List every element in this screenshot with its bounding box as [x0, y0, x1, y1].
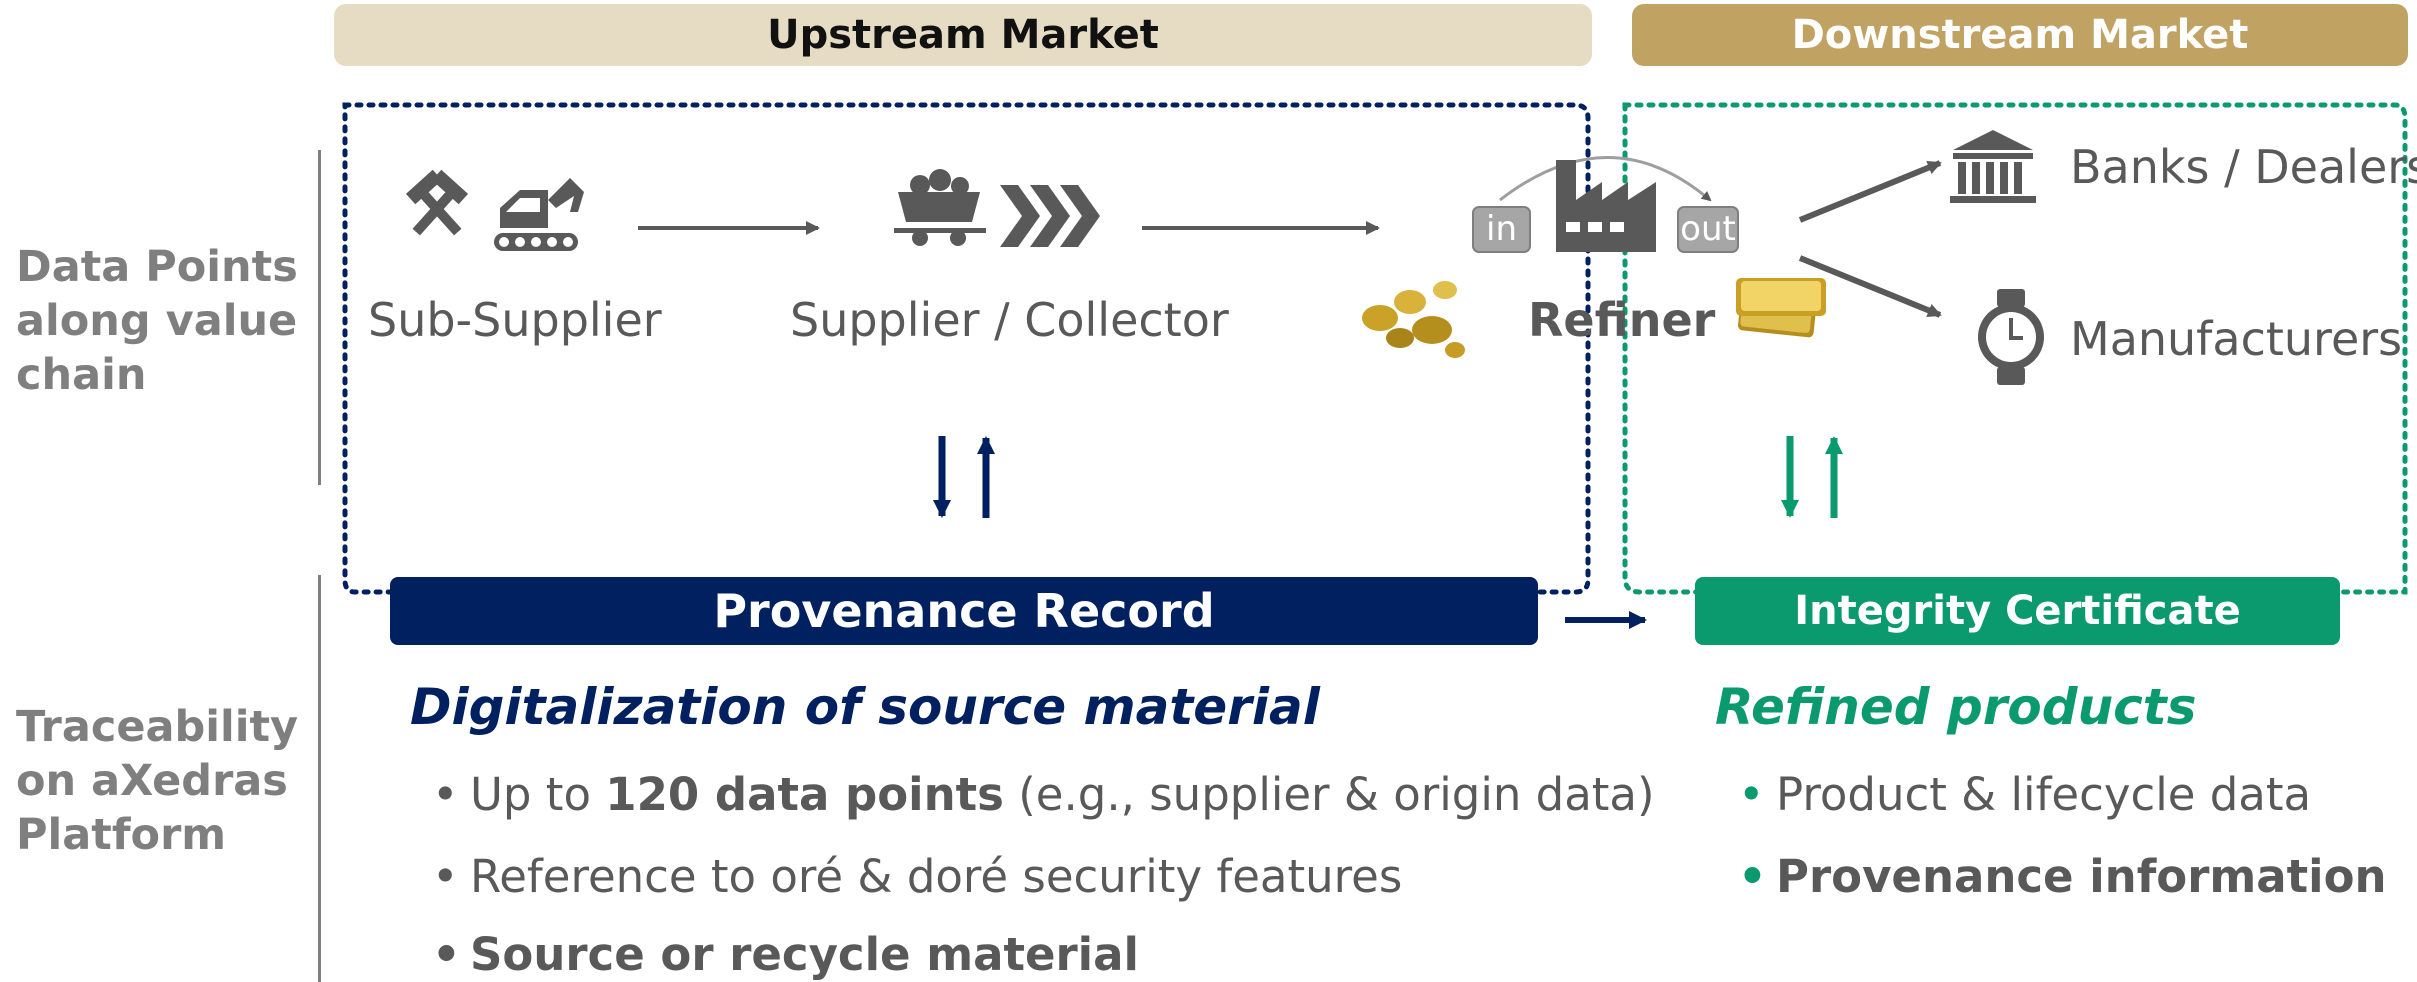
traceability-line-3: Platform [16, 810, 227, 860]
data-points-line-3: chain [16, 350, 147, 400]
watch-icon [1978, 289, 2044, 385]
row-divider-top [318, 150, 321, 485]
upstream-bullet-2: •Reference to oré & doré security featur… [432, 850, 1402, 903]
data-points-line-1: Data Points [16, 242, 298, 292]
data-points-label: Data Points along value chain [16, 240, 298, 402]
excavator-icon [494, 178, 584, 251]
manufacturers-label: Manufacturers [2070, 312, 2403, 366]
downstream-bullet-2-text: Provenance information [1776, 850, 2387, 903]
upstream-details-title: Digitalization of source material [410, 678, 1320, 736]
upstream-market-header: Upstream Market [334, 4, 1592, 66]
factory-icon [1556, 160, 1656, 252]
traceability-label: Traceability on aXedras Platform [16, 700, 298, 862]
upstream-bullet-2-text: Reference to oré & doré security feature… [470, 850, 1403, 903]
bank-icon [1950, 130, 2036, 203]
upstream-bullet-3-text: Source or recycle material [470, 928, 1139, 981]
traceability-line-2: on aXedras [16, 756, 288, 806]
downstream-market-header: Downstream Market [1632, 4, 2408, 66]
upstream-bullet-1-bold: 120 data points [605, 768, 1004, 821]
provenance-record-bar: Provenance Record [390, 577, 1538, 645]
out-tag-label: out [1680, 209, 1736, 249]
bullet-dot: • [432, 768, 459, 821]
downstream-bullet-1: •Product & lifecycle data [1738, 768, 2311, 821]
downstream-bullet-1-text: Product & lifecycle data [1776, 768, 2312, 821]
refiner-label: Refiner [1528, 293, 1716, 347]
refiner-flow-curve [1499, 156, 1712, 202]
banks-dealers-label: Banks / Dealers [2070, 140, 2417, 194]
supplier-collector-label: Supplier / Collector [790, 293, 1229, 347]
gold-bars-icon [1736, 278, 1826, 338]
integrity-certificate-label: Integrity Certificate [1794, 588, 2241, 634]
bullet-dot: • [1738, 768, 1765, 821]
upstream-market-label: Upstream Market [767, 12, 1159, 58]
upstream-bullet-3: •Source or recycle material [432, 928, 1139, 981]
row-divider-bottom [318, 575, 321, 982]
upstream-bullet-1-suffix: (e.g., supplier & origin data) [1003, 768, 1655, 821]
bullet-dot: • [432, 928, 461, 981]
integrity-certificate-bar: Integrity Certificate [1695, 577, 2340, 645]
arrow-to-manufacturers [1798, 255, 1942, 318]
upstream-bullet-1-prefix: Up to [470, 768, 606, 821]
gold-nuggets-icon [1362, 281, 1465, 358]
bullet-dot: • [1738, 850, 1767, 903]
traceability-line-1: Traceability [16, 702, 299, 752]
downstream-region-outline [1622, 102, 2408, 595]
downstream-bullet-2: •Provenance information [1738, 850, 2387, 903]
bullet-dot: • [432, 850, 459, 903]
upstream-region-outline [342, 102, 1591, 595]
chevrons-icon [1000, 185, 1100, 247]
in-tag-box [1472, 206, 1531, 253]
out-tag-box [1677, 206, 1739, 253]
in-tag-label: in [1486, 209, 1517, 249]
arrow-to-banks [1798, 160, 1942, 223]
provenance-record-label: Provenance Record [713, 584, 1215, 638]
downstream-market-label: Downstream Market [1791, 12, 2249, 58]
mine-cart-icon [894, 169, 986, 246]
sub-supplier-label: Sub-Supplier [368, 293, 662, 347]
upstream-bullet-1: •Up to 120 data points (e.g., supplier &… [432, 768, 1655, 821]
data-points-line-2: along value [16, 296, 298, 346]
downstream-details-title: Refined products [1715, 678, 2197, 736]
hammers-icon [405, 169, 469, 236]
